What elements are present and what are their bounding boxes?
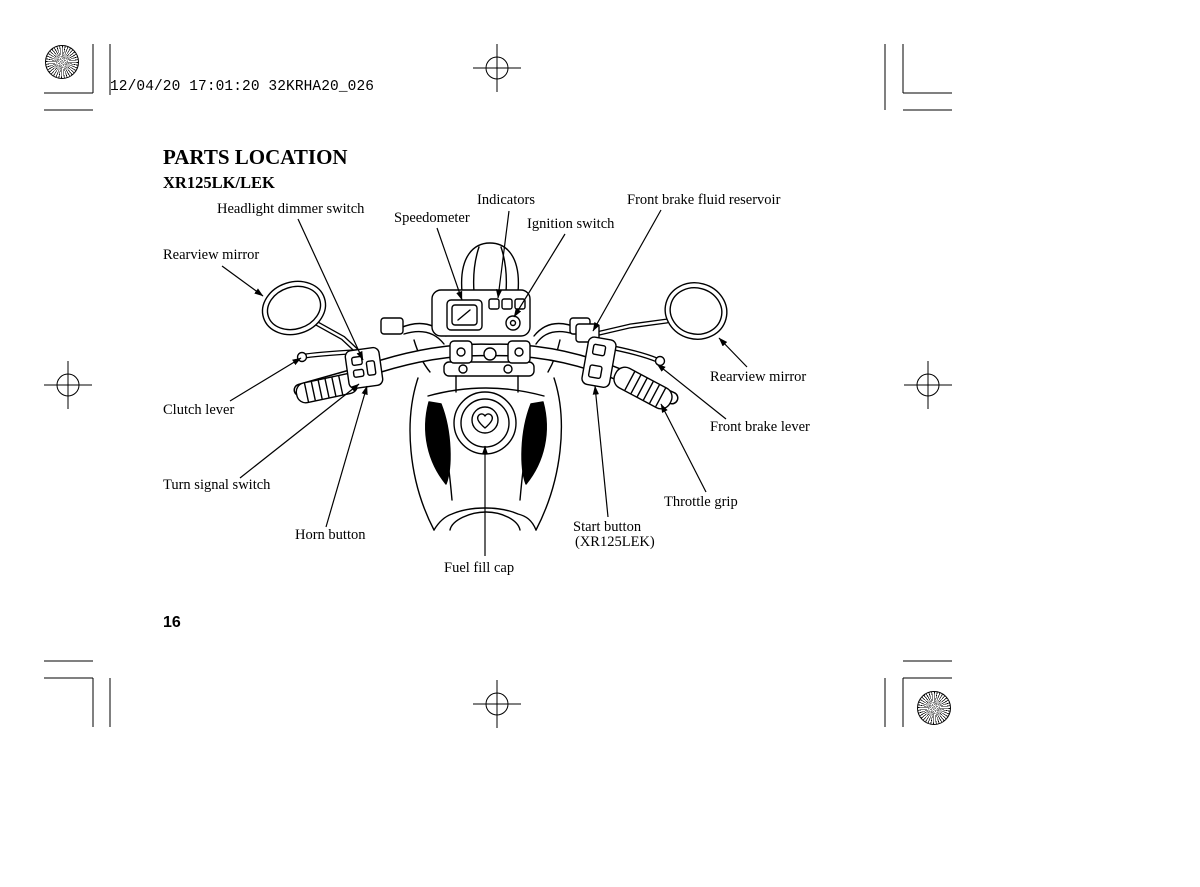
leader-front-brake-lever bbox=[656, 363, 727, 420]
crop-mark-top-left bbox=[44, 44, 111, 111]
motorcycle-illustration bbox=[261, 242, 728, 531]
label-turn-signal-switch: Turn signal switch bbox=[163, 477, 271, 493]
label-clutch-lever: Clutch lever bbox=[163, 402, 235, 418]
crop-marks bbox=[44, 44, 952, 727]
crosshair-marks bbox=[44, 44, 952, 728]
label-front-brake-fluid-reservoir: Front brake fluid reservoir bbox=[627, 192, 781, 208]
crop-mark-bottom-right bbox=[884, 660, 952, 727]
leader-speedometer bbox=[436, 227, 463, 301]
headlight-cowl bbox=[460, 242, 520, 293]
label-rearview-mirror-right: Rearview mirror bbox=[710, 369, 807, 385]
registration-starburst-bottom-right bbox=[917, 691, 951, 725]
label-headlight-dimmer-switch: Headlight dimmer switch bbox=[217, 201, 365, 217]
leader-ignition-switch bbox=[513, 233, 566, 318]
handlebar-clamps bbox=[443, 340, 535, 393]
label-throttle-grip: Throttle grip bbox=[664, 494, 738, 510]
ignition-switch-keyhole bbox=[505, 315, 521, 331]
leader-indicators bbox=[495, 210, 510, 299]
label-ignition-switch: Ignition switch bbox=[527, 216, 615, 232]
model-subtitle: XR125LK/LEK bbox=[163, 173, 275, 192]
leader-horn-button bbox=[325, 385, 368, 528]
crop-mark-bottom-left bbox=[44, 660, 111, 727]
bracket-left bbox=[380, 317, 404, 335]
crop-mark-top-right bbox=[884, 44, 952, 111]
right-grip bbox=[613, 366, 673, 410]
leader-rearview-mirror-right bbox=[718, 337, 748, 368]
fuel-fill-cap bbox=[453, 391, 517, 455]
left-mirror bbox=[261, 280, 361, 355]
registration-starburst-top-left bbox=[45, 45, 79, 79]
instrument-cluster bbox=[380, 289, 591, 337]
tank-side-panel-left bbox=[425, 401, 451, 485]
fuel-tank bbox=[409, 377, 562, 531]
print-timestamp: 12/04/20 17:01:20 32KRHA20_026 bbox=[110, 79, 375, 95]
leader-rearview-mirror-left bbox=[221, 265, 264, 297]
crosshair-left bbox=[44, 361, 92, 409]
label-horn-button: Horn button bbox=[295, 527, 366, 543]
leader-throttle-grip bbox=[660, 403, 707, 493]
label-fuel-fill-cap: Fuel fill cap bbox=[444, 560, 515, 576]
label-start-button-note: (XR125LEK) bbox=[575, 534, 655, 550]
left-switch-housing bbox=[344, 346, 384, 390]
right-switch-housing bbox=[581, 336, 617, 388]
leader-front-brake-fluid-reservoir bbox=[592, 209, 662, 332]
leader-turn-signal-switch bbox=[239, 383, 360, 479]
leader-start-button bbox=[592, 385, 609, 518]
page-number: 16 bbox=[163, 614, 181, 631]
crosshair-right bbox=[904, 361, 952, 409]
crosshair-bottom bbox=[473, 680, 521, 728]
label-indicators: Indicators bbox=[477, 192, 535, 208]
right-mirror bbox=[597, 282, 728, 340]
tank-side-panel-right bbox=[521, 401, 547, 485]
label-front-brake-lever: Front brake lever bbox=[710, 419, 810, 435]
label-rearview-mirror-left: Rearview mirror bbox=[163, 247, 260, 263]
label-speedometer: Speedometer bbox=[394, 210, 470, 226]
speedometer-gauge bbox=[446, 299, 483, 331]
leader-headlight-dimmer-switch bbox=[297, 218, 364, 361]
leader-clutch-lever bbox=[229, 357, 302, 402]
leader-lines bbox=[221, 209, 748, 556]
crosshair-top bbox=[473, 44, 521, 92]
page-title: PARTS LOCATION bbox=[163, 145, 348, 169]
label-start-button: Start button bbox=[573, 519, 642, 535]
